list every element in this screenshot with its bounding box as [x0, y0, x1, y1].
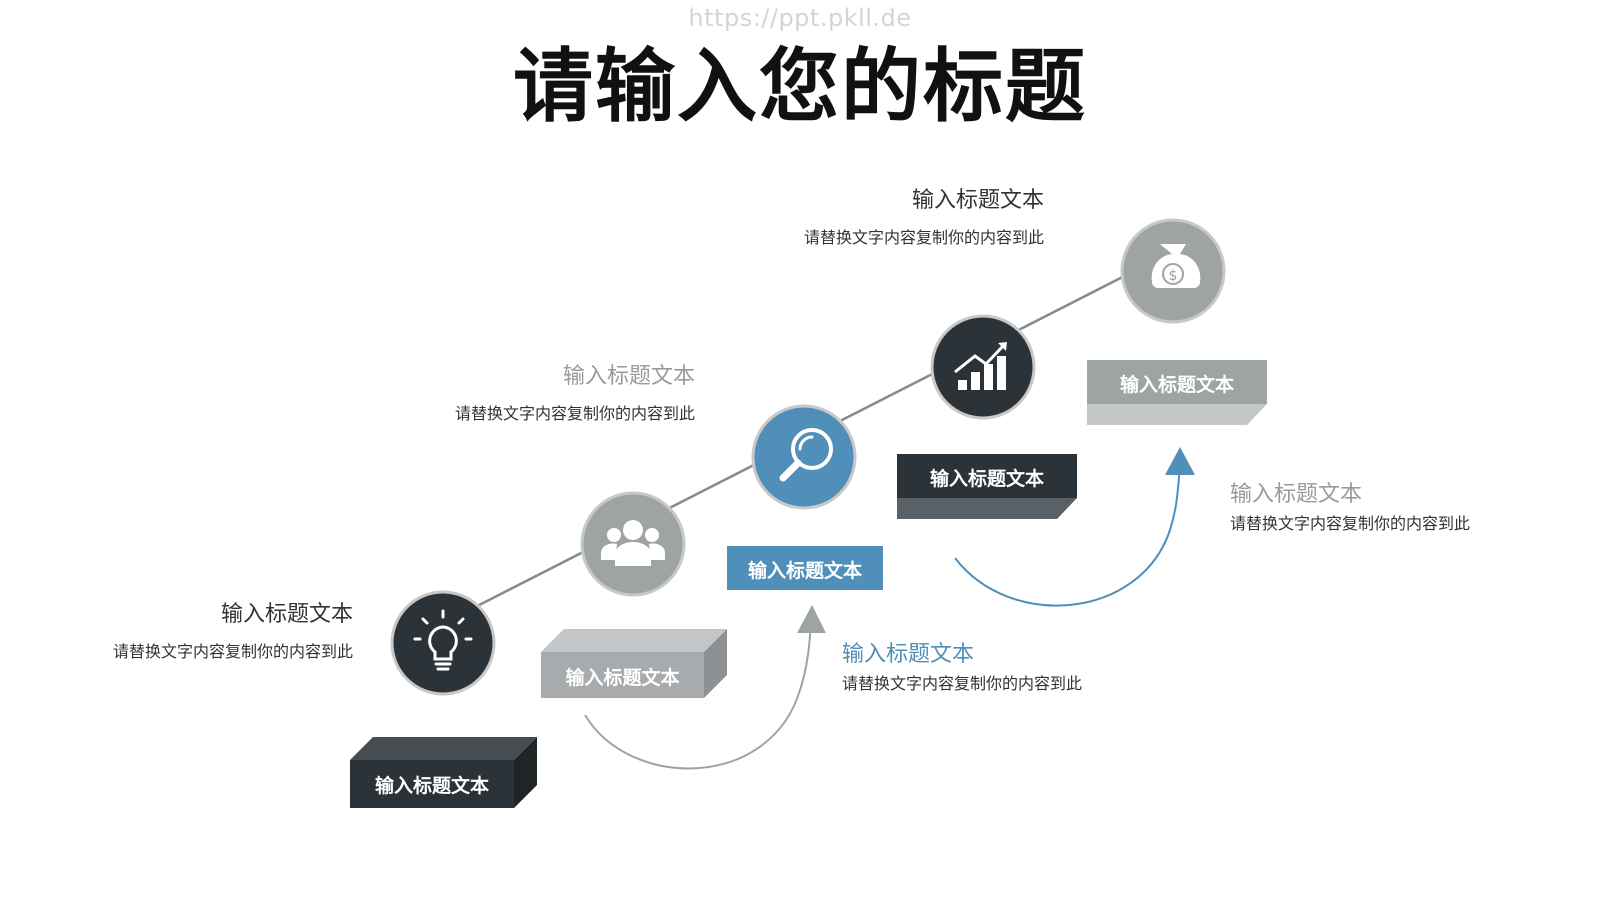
step-5-desc: 请替换文字内容复制你的内容到此	[1230, 514, 1471, 533]
step-box-1-shape	[350, 737, 537, 808]
team-icon	[601, 520, 665, 566]
step-box-4-label: 输入标题文本	[929, 468, 1044, 490]
step-2-heading: 输入标题文本	[562, 364, 695, 389]
step-1-heading: 输入标题文本	[220, 602, 353, 627]
step-box-5-label: 输入标题文本	[1119, 374, 1234, 396]
money-bag-icon: $	[1151, 244, 1201, 288]
step-4-heading: 输入标题文本	[911, 188, 1044, 213]
lightbulb-icon	[413, 609, 473, 671]
svg-text:$: $	[1169, 268, 1178, 284]
arrow-head-gray	[797, 605, 826, 633]
step-box-2-label: 输入标题文本	[565, 667, 680, 689]
step-1-desc: 请替换文字内容复制你的内容到此	[112, 642, 353, 661]
step-circle-3	[751, 404, 857, 510]
growth-chart-icon	[954, 342, 1007, 390]
step-2-desc: 请替换文字内容复制你的内容到此	[454, 404, 695, 423]
step-5-heading: 输入标题文本	[1230, 482, 1363, 507]
step-box-3-label: 输入标题文本	[747, 560, 862, 582]
step-3-desc: 请替换文字内容复制你的内容到此	[842, 674, 1083, 693]
step-4-desc: 请替换文字内容复制你的内容到此	[803, 228, 1044, 247]
curved-arrow-gray	[584, 611, 813, 770]
step-3-heading: 输入标题文本	[842, 642, 975, 667]
step-box-3-shape	[727, 546, 883, 590]
magnifier-icon	[779, 428, 833, 482]
step-box-5-shape	[1087, 360, 1267, 425]
step-box-1-label: 输入标题文本	[374, 775, 489, 797]
step-circle-1	[390, 590, 496, 696]
watermark: https://ppt.pkll.de	[688, 4, 912, 32]
step-circle-4	[930, 314, 1036, 420]
arrow-head-blue	[1165, 447, 1195, 475]
page-title: 请输入您的标题	[513, 40, 1087, 133]
step-box-2-shape	[541, 629, 727, 698]
step-box-4-shape	[897, 454, 1077, 519]
curved-arrow-blue	[954, 464, 1181, 607]
